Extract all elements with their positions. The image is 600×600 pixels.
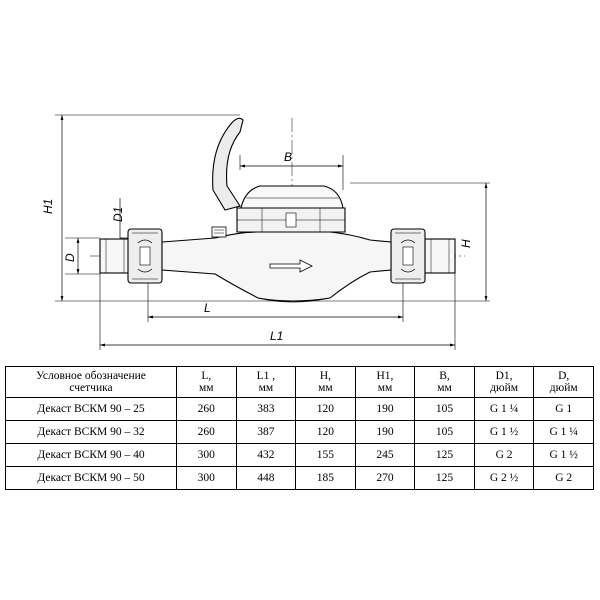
left-pipe-end: [99, 238, 131, 274]
column-header-line1: H,: [319, 370, 331, 382]
column-header: L,мм: [176, 366, 237, 398]
column-header-line2: дюйм: [549, 382, 578, 394]
table-cell: 300: [176, 443, 237, 467]
meter-model-cell: Декаст ВСКМ 90 – 32: [5, 420, 177, 444]
column-header-line1: Условное обозначение: [36, 370, 146, 382]
flow-arrow: [269, 259, 313, 273]
column-header: D1,дюйм: [473, 366, 535, 398]
table-cell: 387: [235, 420, 297, 444]
seal-plate: [211, 226, 227, 238]
table-cell: 120: [295, 420, 356, 444]
table-cell: 125: [414, 443, 475, 467]
column-header-line2: мм: [377, 382, 393, 394]
table-cell: 125: [414, 466, 475, 490]
table-cell: 300: [176, 466, 237, 490]
table-cell: G 2 ½: [473, 466, 535, 490]
table-cell: 260: [176, 420, 237, 444]
table-cell: 245: [354, 443, 416, 467]
column-header-line1: L1 ,: [256, 370, 276, 382]
table-cell: 270: [354, 466, 416, 490]
table-cell: 448: [235, 466, 297, 490]
label-h: H: [459, 239, 473, 248]
table-cell: 190: [354, 397, 416, 421]
column-header: D,дюйм: [533, 366, 594, 398]
label-d1: D1: [111, 207, 125, 222]
table-cell: G 1 ½: [473, 420, 535, 444]
column-header-line2: счетчика: [69, 382, 113, 394]
table-cell: 383: [235, 397, 297, 421]
meter-model-cell: Декаст ВСКМ 90 – 50: [5, 466, 177, 490]
column-header: H1,мм: [354, 366, 416, 398]
table-cell: G 1 ¼: [533, 420, 594, 444]
table-cell: G 1: [533, 397, 594, 421]
column-header-line1: L,: [201, 370, 212, 382]
table-cell: G 1 ¼: [473, 397, 535, 421]
meter-body: [99, 117, 456, 303]
column-header-line2: дюйм: [490, 382, 519, 394]
column-header-line1: D,: [558, 370, 570, 382]
label-l1: L1: [270, 329, 283, 343]
table-cell: 155: [295, 443, 356, 467]
table-cell: 185: [295, 466, 356, 490]
right-pipe-end: [424, 238, 456, 274]
column-header-line2: мм: [318, 382, 333, 394]
column-header-line2: мм: [199, 382, 214, 394]
label-l: L: [204, 301, 211, 315]
table-cell: 190: [354, 420, 416, 444]
table-cell: G 1 ½: [533, 443, 594, 467]
register-cap: [240, 185, 344, 209]
column-header-line2: мм: [437, 382, 452, 394]
column-header-line2: мм: [258, 382, 274, 394]
register-lid: [212, 117, 244, 211]
label-b: B: [284, 150, 292, 164]
table-cell: G 2: [473, 443, 535, 467]
table-cell: 105: [414, 397, 475, 421]
label-h1: H1: [41, 199, 55, 214]
label-d: D: [63, 253, 77, 262]
meter-model-cell: Декаст ВСКМ 90 – 40: [5, 443, 177, 467]
table-cell: G 2: [533, 466, 594, 490]
column-header-line1: D1,: [495, 370, 513, 382]
column-header: H,мм: [295, 366, 356, 398]
table-cell: 105: [414, 420, 475, 444]
column-header-line1: H1,: [376, 370, 394, 382]
column-header: L1 ,мм: [235, 366, 297, 398]
water-meter-drawing: H1 B D1 D H L L1: [41, 114, 490, 350]
table-cell: 120: [295, 397, 356, 421]
column-header: B,мм: [414, 366, 475, 398]
table-cell: 260: [176, 397, 237, 421]
column-header-line1: B,: [439, 370, 450, 382]
table-cell: 432: [235, 443, 297, 467]
meter-model-cell: Декаст ВСКМ 90 – 25: [5, 397, 177, 421]
